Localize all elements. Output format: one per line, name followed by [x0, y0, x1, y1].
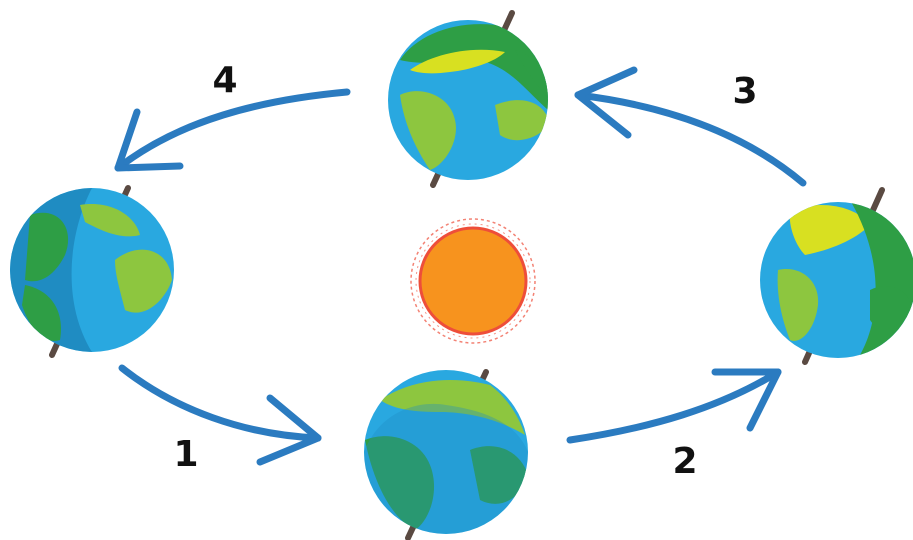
- step-label-3: 3: [732, 71, 757, 112]
- earth-globe-left: [10, 185, 174, 358]
- step-label-2: 2: [672, 441, 697, 482]
- earth-globe-right: [760, 187, 913, 365]
- earth-globe-top: [388, 10, 548, 188]
- sun-icon: [410, 218, 536, 344]
- step-label-4: 4: [212, 60, 237, 101]
- arrow-step-1: [118, 364, 322, 466]
- step-label-1: 1: [173, 434, 198, 475]
- orbit-arrows: [114, 66, 807, 466]
- arrow-step-2: [566, 368, 782, 444]
- arrow-step-3: [574, 66, 807, 187]
- earth-globe-bottom: [364, 369, 528, 540]
- arrow-step-4: [114, 88, 351, 172]
